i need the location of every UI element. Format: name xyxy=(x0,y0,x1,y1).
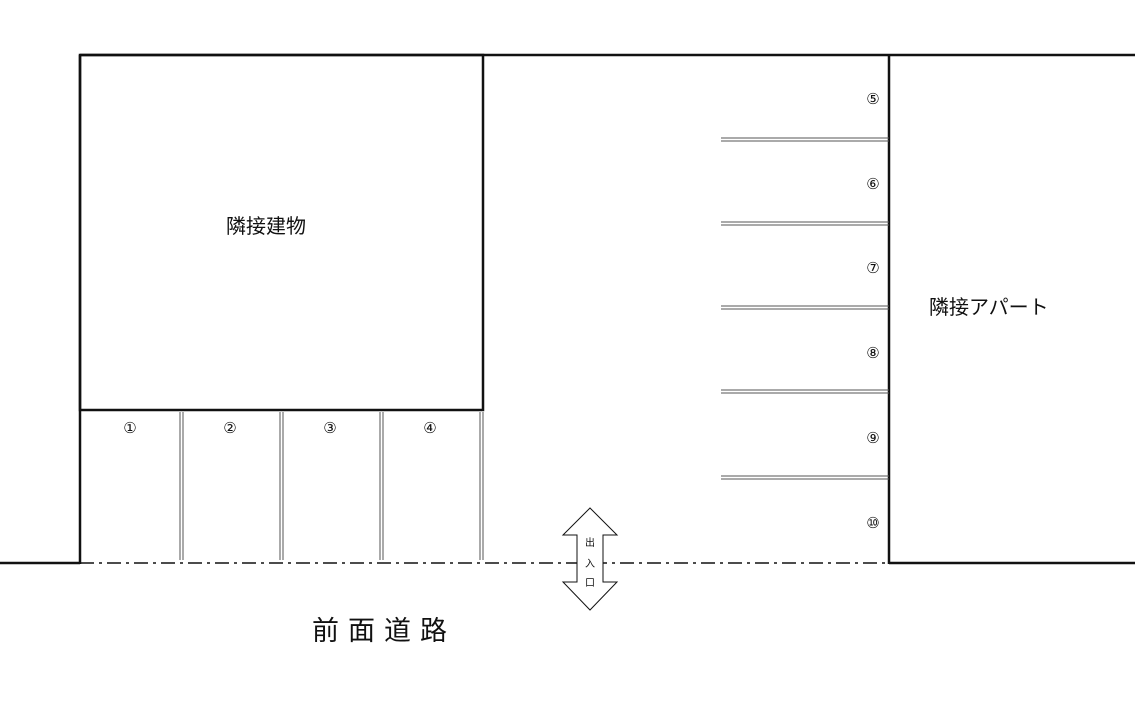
stall-divider xyxy=(379,412,384,560)
space-number: ⑥ xyxy=(866,175,879,193)
space-number: ④ xyxy=(423,419,436,437)
entrance-arrow: 出 入 口 xyxy=(561,507,619,611)
space-number: ⑧ xyxy=(866,344,879,362)
stall-divider xyxy=(721,389,889,394)
adjacent-building-label: 隣接建物 xyxy=(226,214,306,238)
entrance-char: 出 xyxy=(585,536,595,549)
space-number: ⑩ xyxy=(866,514,879,532)
site-boundaries xyxy=(0,53,1135,565)
stall-divider xyxy=(721,305,889,310)
stall-divider xyxy=(479,412,484,560)
space-number: ⑨ xyxy=(866,429,879,447)
stall-divider xyxy=(179,412,184,560)
space-number: ⑦ xyxy=(866,259,879,277)
space-number: ① xyxy=(123,419,136,437)
parking-space-numbers: ① ② ③ ④ ⑤ ⑥ ⑦ ⑧ ⑨ ⑩ xyxy=(123,90,879,532)
entrance-char: 口 xyxy=(585,578,595,589)
space-number: ⑤ xyxy=(866,90,879,108)
stall-divider xyxy=(721,221,889,226)
stall-divider xyxy=(721,475,889,480)
double-arrow-icon xyxy=(561,507,619,611)
space-number: ③ xyxy=(323,419,336,437)
stall-divider xyxy=(721,137,889,142)
front-road-label: 前面道路 xyxy=(312,616,456,647)
space-number: ② xyxy=(223,419,236,437)
adjacent-building-outline xyxy=(78,53,485,412)
right-stall-dividers xyxy=(721,137,889,480)
adjacent-apartment-label: 隣接アパート xyxy=(929,295,1049,319)
entrance-char: 入 xyxy=(585,559,595,570)
stall-divider xyxy=(279,412,284,560)
left-stall-dividers xyxy=(179,412,484,560)
